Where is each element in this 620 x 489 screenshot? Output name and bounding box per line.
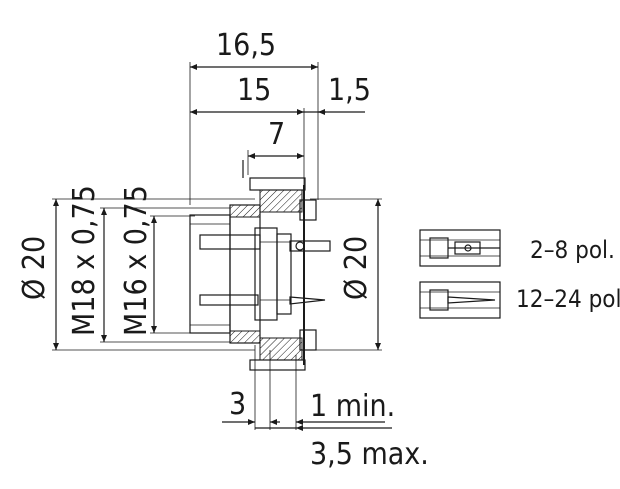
connector-body bbox=[189, 160, 331, 371]
label-variant-12-24: 12–24 pol. bbox=[516, 285, 620, 313]
label-max: 3,5 max. bbox=[310, 437, 429, 472]
top-dimensions bbox=[189, 62, 365, 205]
label-panel-thickness: 3 bbox=[229, 387, 246, 422]
variant-12-24-pol-drawing bbox=[419, 281, 501, 319]
bottom-dimensions bbox=[222, 345, 392, 431]
label-15: 15 bbox=[237, 73, 271, 108]
label-16-5: 16,5 bbox=[216, 28, 276, 63]
label-left-diameter: Ø 20 bbox=[17, 236, 52, 300]
label-7: 7 bbox=[268, 117, 285, 152]
label-thread-m16: M16 x 0,75 bbox=[119, 185, 154, 336]
label-1-5: 1,5 bbox=[328, 73, 371, 108]
variant-2-8-pol-drawing bbox=[419, 229, 501, 267]
label-min: 1 min. bbox=[310, 389, 395, 424]
label-thread-m18: M18 x 0,75 bbox=[67, 185, 102, 336]
left-dimensions bbox=[52, 198, 255, 351]
right-dimension bbox=[310, 198, 382, 351]
label-right-diameter: Ø 20 bbox=[339, 236, 374, 300]
label-variant-2-8: 2–8 pol. bbox=[530, 236, 615, 264]
